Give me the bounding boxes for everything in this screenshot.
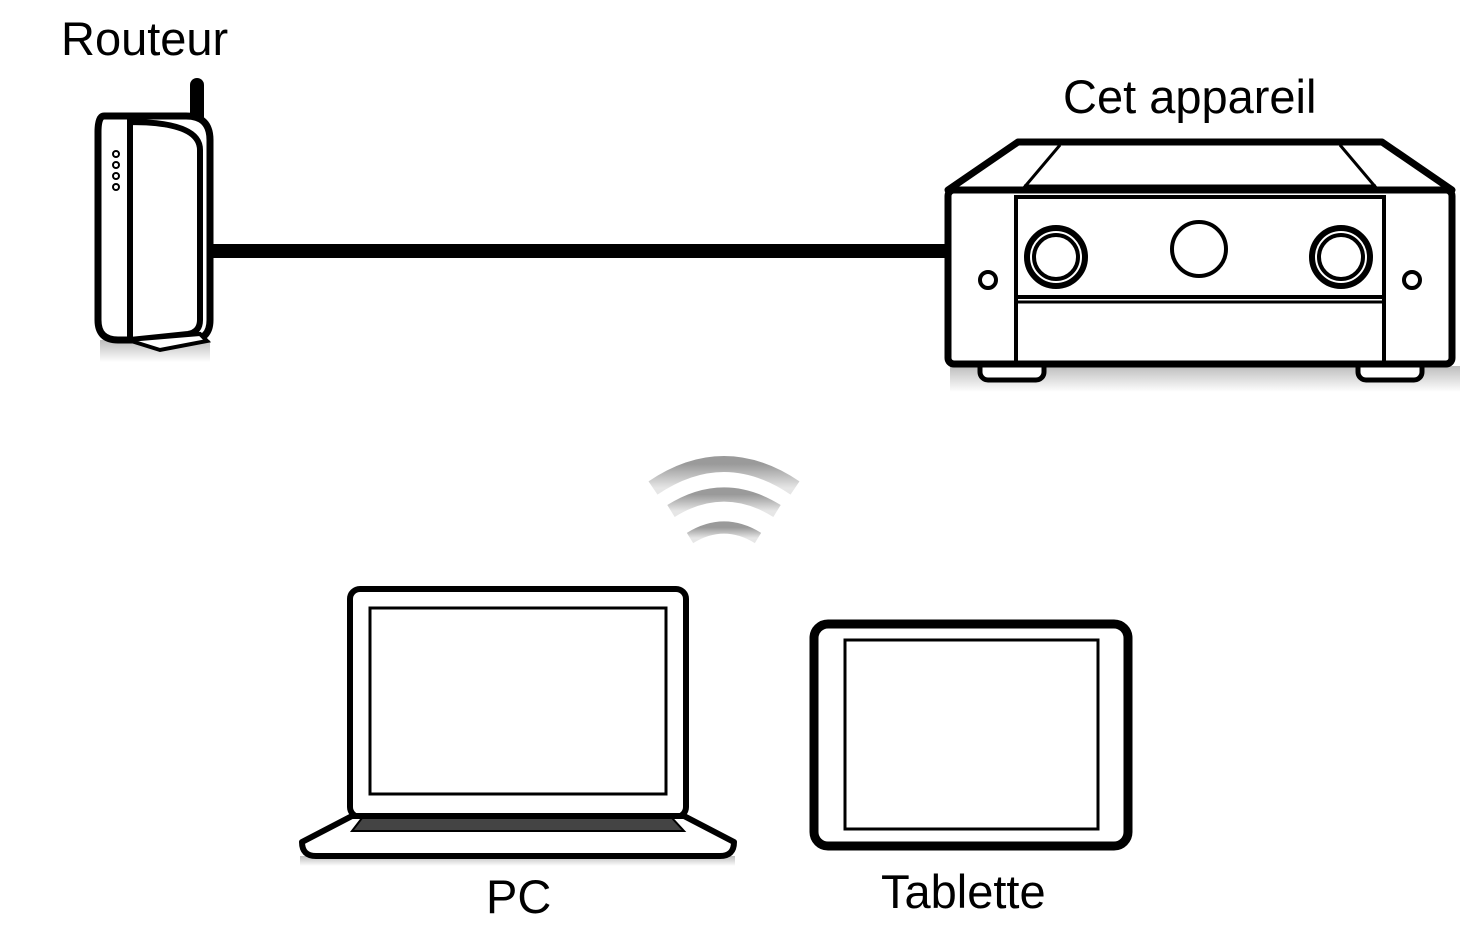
receiver-icon xyxy=(944,138,1460,392)
router-label: Routeur xyxy=(61,12,229,65)
pc-label: PC xyxy=(486,870,552,923)
wifi-icon xyxy=(648,456,800,544)
tablet-icon xyxy=(809,619,1133,851)
router-icon xyxy=(94,78,214,362)
device-label: Cet appareil xyxy=(1063,70,1317,123)
wired-connection-line xyxy=(205,244,950,258)
laptop-icon xyxy=(299,586,737,866)
tablet-label: Tablette xyxy=(881,865,1046,918)
